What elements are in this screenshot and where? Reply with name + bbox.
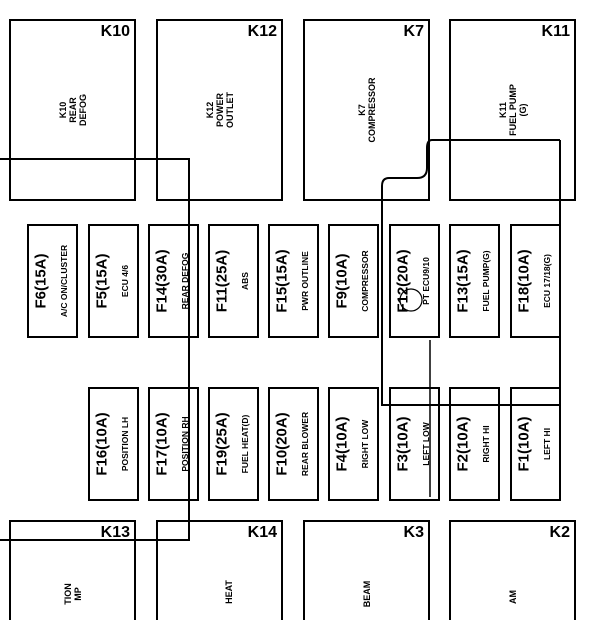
relay-label: TION MP <box>62 583 83 605</box>
fuse-desc: COMPRESSOR <box>360 250 370 312</box>
fuse-f19: F19(25A) FUEL HEAT(D) <box>208 387 259 501</box>
fuse-id: F17(10A) <box>153 412 171 476</box>
fuse-f4: F4(10A) RIGHT LOW <box>328 387 379 501</box>
relay-label: AM <box>507 590 518 604</box>
relay-k2: K2 AM <box>449 520 576 620</box>
fuse-desc: ECU 17/18(G) <box>542 254 552 308</box>
fuse-f18: F18(10A) ECU 17/18(G) <box>510 224 561 338</box>
relay-id: K2 <box>549 524 570 541</box>
relay-id: K12 <box>247 23 277 40</box>
fuse-id: F9(10A) <box>333 253 351 309</box>
fuse-desc: LEFT LOW <box>421 422 431 466</box>
relay-k7: K7 K7 COMPRESSOR <box>303 19 430 201</box>
fuse-f3: F3(10A) LEFT LOW <box>389 387 440 501</box>
relay-id: K10 <box>100 23 130 40</box>
fuse-id: F1(10A) <box>515 416 533 472</box>
relay-k11: K11 K11 FUEL PUMP (G) <box>449 19 576 201</box>
fuse-desc: FUEL HEAT(D) <box>240 414 250 474</box>
fuse-id: F13(15A) <box>454 249 472 313</box>
relay-label: K7 COMPRESSOR <box>356 77 377 143</box>
fuse-f5: F5(15A) ECU 4/6 <box>88 224 139 338</box>
fuse-id: F16(10A) <box>93 412 111 476</box>
fuse-desc: REAR BLOWER <box>300 411 310 477</box>
fuse-box-diagram: K10 K10 REAR DEFOG K12 K12 POWER OUTLET … <box>0 19 576 620</box>
relay-id: K7 <box>403 23 424 40</box>
fuse-f1: F1(10A) LEFT HI <box>510 387 561 501</box>
fuse-desc: RIGHT LOW <box>360 419 370 469</box>
fuse-id: F5(15A) <box>93 253 111 309</box>
fuse-desc: FUEL PUMP(G) <box>481 250 491 312</box>
fuse-id: F3(10A) <box>394 416 412 472</box>
fuse-id: F14(30A) <box>153 249 171 313</box>
fuse-id: F15(15A) <box>273 249 291 313</box>
fuse-f14: F14(30A) REAR DEFOG <box>148 224 199 338</box>
relay-label: HEAT <box>224 580 235 604</box>
fuse-desc: A/C ON/CLUSTER <box>59 244 69 318</box>
relay-label: K10 REAR DEFOG <box>57 93 88 127</box>
fuse-f16: F16(10A) POSITION LH <box>88 387 139 501</box>
relay-k14: K14 HEAT <box>156 520 283 620</box>
fuse-desc: POSITION RH <box>180 416 190 472</box>
fuse-desc: PWR OUTLINE <box>300 251 310 311</box>
relay-k3: K3 BEAM <box>303 520 430 620</box>
fuse-id: F10(20A) <box>273 412 291 476</box>
fuse-desc: ABS <box>240 272 250 290</box>
fuse-f11: F11(25A) ABS <box>208 224 259 338</box>
fuse-f2: F2(10A) RIGHT HI <box>449 387 500 501</box>
fuse-f12: F12(20A) PT ECU9/10 <box>389 224 440 338</box>
fuse-desc: REAR DEFOG <box>180 252 190 310</box>
fuse-id: F4(10A) <box>333 416 351 472</box>
fuse-id: F11(25A) <box>213 249 231 313</box>
fuse-f17: F17(10A) POSITION RH <box>148 387 199 501</box>
fuse-id: F19(25A) <box>213 412 231 476</box>
fuse-f6: F6(15A) A/C ON/CLUSTER <box>27 224 78 338</box>
relay-k12: K12 K12 POWER OUTLET <box>156 19 283 201</box>
relay-id: K11 <box>541 23 570 40</box>
fuse-desc: LEFT HI <box>542 427 552 461</box>
relay-id: K3 <box>403 524 424 541</box>
relay-id: K14 <box>247 524 277 541</box>
relay-label: BEAM <box>361 580 372 608</box>
fuse-f13: F13(15A) FUEL PUMP(G) <box>449 224 500 338</box>
relay-id: K13 <box>100 524 130 541</box>
fuse-desc: RIGHT HI <box>481 425 491 463</box>
fuse-f10: F10(20A) REAR BLOWER <box>268 387 319 501</box>
fuse-desc: ECU 4/6 <box>120 264 130 298</box>
fuse-desc: POSITION LH <box>120 416 130 472</box>
fuse-id: F6(15A) <box>32 253 50 309</box>
fuse-f15: F15(15A) PWR OUTLINE <box>268 224 319 338</box>
relay-k13: K13 TION MP <box>9 520 136 620</box>
relay-label: K11 FUEL PUMP (G) <box>497 84 528 136</box>
fuse-desc: PT ECU9/10 <box>421 257 431 305</box>
fuse-id: F2(10A) <box>454 416 472 472</box>
relay-label: K12 POWER OUTLET <box>204 92 235 128</box>
fuse-f9: F9(10A) COMPRESSOR <box>328 224 379 338</box>
relay-k10: K10 K10 REAR DEFOG <box>9 19 136 201</box>
fuse-id: F12(20A) <box>394 249 412 313</box>
fuse-id: F18(10A) <box>515 249 533 313</box>
